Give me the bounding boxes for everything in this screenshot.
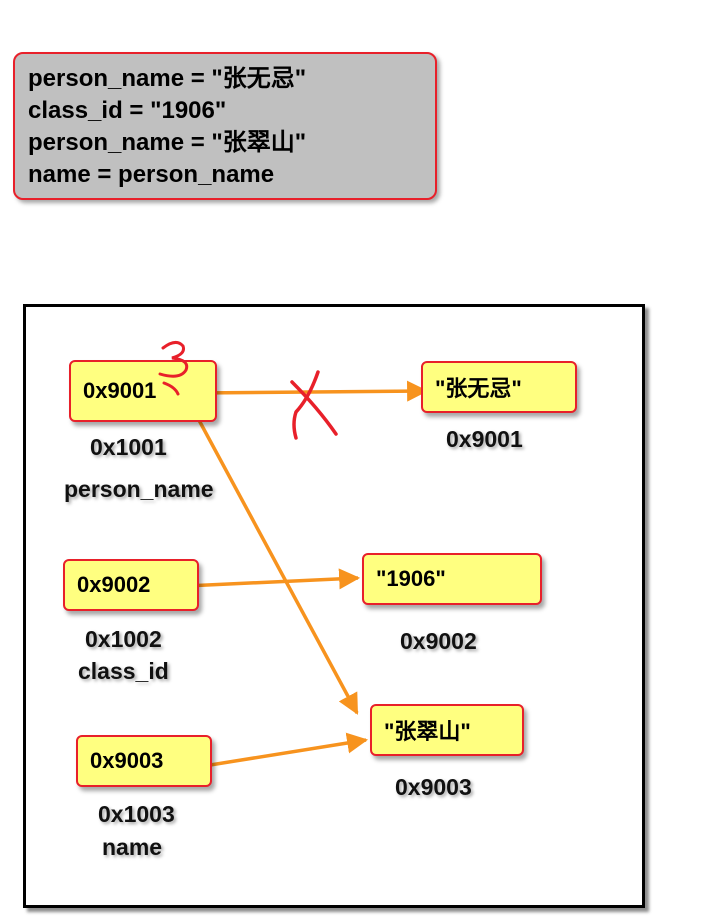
- variable-name: class_id: [78, 658, 169, 684]
- variable-box-class-id: 0x9002: [63, 559, 199, 611]
- arrow-class-id-to-1906: [185, 568, 361, 590]
- code-line: person_name = "张无忌": [28, 65, 307, 92]
- code-panel: person_name = "张无忌" class_id = "1906" pe…: [13, 52, 437, 200]
- variable-address: 0x1003: [98, 801, 175, 827]
- object-box-zhangwuji: "张无忌": [421, 361, 577, 413]
- code-line: name = person_name: [28, 161, 275, 188]
- code-line: person_name = "张翠山": [28, 129, 307, 156]
- handwritten-3-mark: [158, 341, 189, 396]
- memory-frame: [23, 304, 645, 908]
- object-box-1906: "1906": [362, 553, 542, 605]
- cross-out-mark: [290, 370, 338, 440]
- object-address: 0x9002: [400, 628, 477, 654]
- variable-box-name: 0x9003: [76, 735, 212, 787]
- variable-address: 0x1001: [90, 434, 167, 460]
- object-box-zhangcuishan: "张翠山": [370, 704, 524, 756]
- code-line: class_id = "1906": [28, 97, 227, 124]
- object-value: "1906": [376, 566, 446, 591]
- variable-box-person-name: 0x9001: [69, 360, 217, 422]
- variable-value: 0x9001: [83, 378, 157, 403]
- variable-value: 0x9003: [90, 748, 164, 773]
- object-value: "张无忌": [435, 376, 522, 401]
- object-address: 0x9003: [395, 774, 472, 800]
- object-address: 0x9001: [446, 426, 523, 452]
- arrow-person-name-to-zhangcuishan: [178, 384, 359, 715]
- variable-address: 0x1002: [85, 626, 162, 652]
- object-value: "张翠山": [384, 719, 471, 744]
- variable-name: name: [102, 834, 163, 860]
- variable-name: person_name: [64, 476, 214, 502]
- arrow-name-to-zhangcuishan: [203, 732, 369, 768]
- variable-value: 0x9002: [77, 572, 151, 597]
